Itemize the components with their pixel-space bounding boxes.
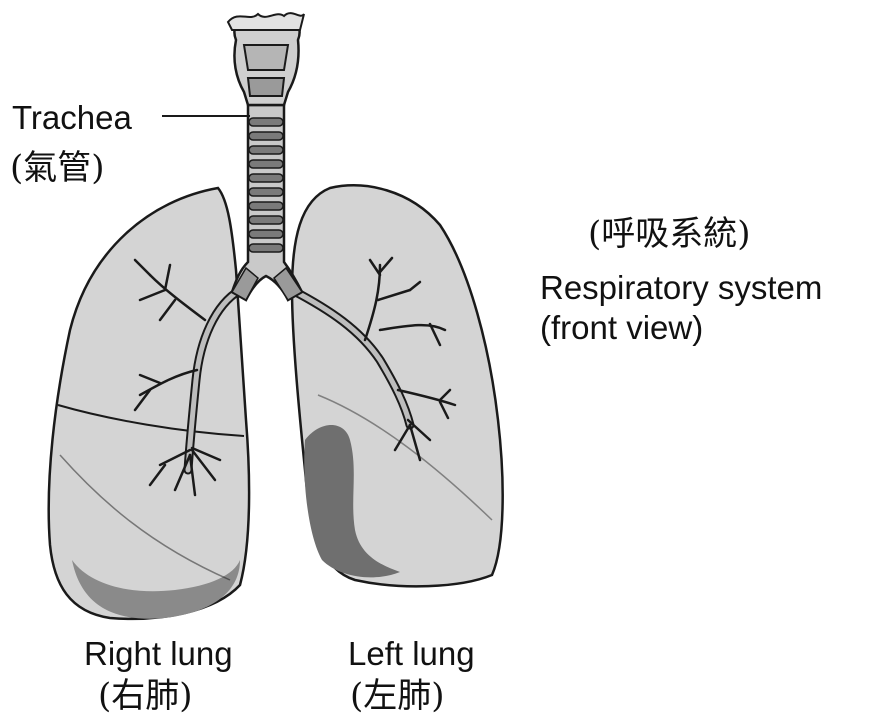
left-lung-chinese-label: (左肺) [350,676,445,716]
respiratory-system-title: Respiratory system [540,270,822,306]
right-lung-label: Right lung [84,636,233,672]
left-lung [292,185,503,586]
trachea-chinese-label: (氣管) [10,148,105,188]
respiratory-system-subtitle: (front view) [540,310,703,346]
thyroid-cartilage [244,45,288,70]
epiglottis [228,13,304,30]
cricoid-cartilage [248,78,284,96]
trachea-label: Trachea [12,100,132,136]
left-lung-label: Left lung [348,636,475,672]
right-lung-chinese-label: (右肺) [98,676,193,716]
right-lung-outline [49,188,249,619]
right-lung [49,188,249,619]
respiratory-system-chinese-label: (呼吸系統) [588,214,751,254]
